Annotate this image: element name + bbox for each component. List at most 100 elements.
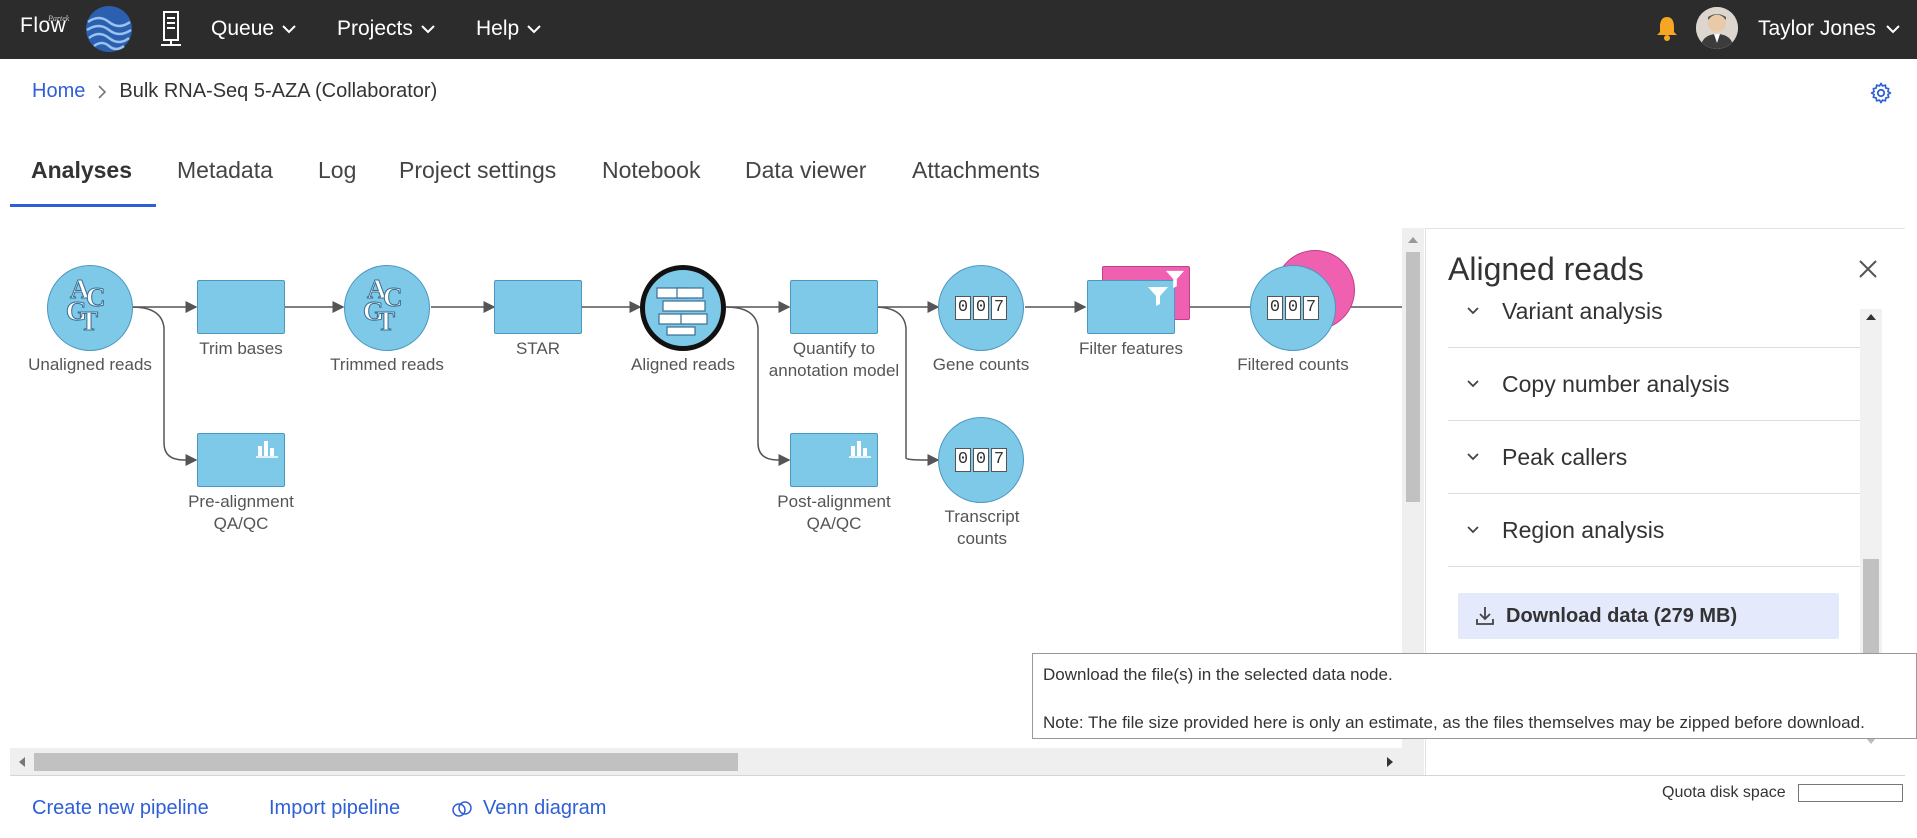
import-pipeline-link[interactable]: Import pipeline — [269, 797, 401, 819]
download-data-button[interactable]: Download data (279 MB) — [1458, 593, 1839, 639]
tab-attachments[interactable]: Attachments — [912, 157, 1040, 183]
counter-digit: 7 — [1303, 296, 1319, 320]
close-icon[interactable] — [1858, 259, 1878, 279]
chevron-down-icon — [1466, 525, 1490, 535]
horizontal-scroll-thumb[interactable] — [34, 753, 738, 771]
section-variant-analysis[interactable]: Variant analysis — [1448, 275, 1861, 348]
scroll-left-icon[interactable] — [16, 755, 28, 769]
section-peak-callers[interactable]: Peak callers — [1448, 421, 1861, 494]
nav-help[interactable]: Help — [476, 17, 541, 41]
breadcrumb: Home Bulk RNA-Seq 5-AZA (Collaborator) — [32, 80, 437, 103]
gear-icon[interactable] — [1870, 82, 1892, 104]
acgt-letter: A — [367, 274, 387, 305]
tooltip-line: Download the file(s) in the selected dat… — [1043, 665, 1393, 684]
panel-title: Aligned reads — [1448, 251, 1644, 287]
canvas-horizontal-scrollbar[interactable] — [10, 748, 1402, 775]
partek-flow-logo[interactable]: Partek Flow — [18, 2, 138, 56]
chevron-right-icon — [98, 84, 107, 99]
tab-project-settings[interactable]: Project settings — [399, 157, 557, 183]
bell-icon[interactable] — [1655, 15, 1679, 41]
node-label: Trimmed reads — [330, 355, 444, 374]
vertical-scroll-thumb[interactable] — [1406, 252, 1420, 502]
node-filtered-counts[interactable]: 0 0 7 — [1250, 265, 1336, 351]
active-tab-indicator — [10, 204, 156, 207]
panel-scroll-thumb[interactable] — [1863, 559, 1879, 684]
counter-digit: 0 — [955, 296, 971, 320]
counter-digit: 0 — [973, 296, 989, 320]
acgt-letter: G — [362, 296, 385, 327]
scroll-right-icon[interactable] — [1384, 755, 1396, 769]
node-label: Unaligned reads — [28, 355, 152, 374]
quota-disk-space-label: Quota disk space — [1662, 784, 1786, 801]
section-label: Copy number analysis — [1502, 370, 1730, 397]
section-copy-number-analysis[interactable]: Copy number analysis — [1448, 348, 1861, 421]
bar-chart-icon — [256, 441, 278, 458]
acgt-letter: G — [65, 296, 88, 327]
node-label: Filtered counts — [1237, 355, 1349, 374]
avatar[interactable] — [1696, 7, 1738, 49]
node-label: Quantify to annotation model — [768, 339, 900, 380]
tooltip-note: Note: The file size provided here is onl… — [1043, 713, 1865, 732]
node-star[interactable] — [494, 280, 582, 334]
tab-data-viewer[interactable]: Data viewer — [745, 157, 867, 183]
node-gene-counts[interactable]: 0 0 7 — [938, 265, 1024, 351]
quota-disk-space-bar — [1798, 784, 1903, 802]
acgt-letter: C — [383, 282, 403, 313]
breadcrumb-home-link[interactable]: Home — [32, 80, 86, 102]
counter-digit: 0 — [1285, 296, 1301, 320]
chevron-down-icon — [527, 25, 541, 34]
scroll-down-icon[interactable] — [1864, 735, 1878, 747]
server-queue-icon[interactable] — [158, 10, 186, 48]
acgt-letter: C — [86, 282, 106, 313]
node-trim-bases[interactable] — [197, 280, 285, 334]
chevron-down-icon — [1466, 306, 1490, 316]
tab-notebook[interactable]: Notebook — [602, 157, 701, 183]
venn-diagram-icon — [452, 800, 472, 817]
node-filter-features[interactable] — [1087, 280, 1175, 334]
filter-icon — [1165, 270, 1185, 289]
section-region-analysis[interactable]: Region analysis — [1448, 494, 1861, 567]
nav-queue[interactable]: Queue — [211, 17, 296, 41]
tab-metadata[interactable]: Metadata — [177, 157, 273, 183]
node-unaligned-reads[interactable]: A C G T — [47, 265, 133, 351]
scroll-up-icon[interactable] — [1406, 234, 1420, 246]
node-quantify-annotation[interactable] — [790, 280, 878, 334]
node-aligned-reads[interactable] — [640, 265, 726, 351]
node-transcript-counts[interactable]: 0 0 7 — [938, 417, 1024, 503]
counter-digit: 0 — [1267, 296, 1283, 320]
venn-diagram-link[interactable]: Venn diagram — [451, 797, 606, 820]
node-label: Transcript counts — [944, 507, 1020, 548]
venn-diagram-label: Venn diagram — [483, 797, 607, 819]
node-label: Trim bases — [199, 339, 283, 358]
chevron-down-icon — [1466, 379, 1490, 389]
download-tooltip: Download the file(s) in the selected dat… — [1032, 653, 1917, 739]
create-pipeline-link[interactable]: Create new pipeline — [32, 797, 209, 819]
panel-scrollbar[interactable] — [1860, 309, 1882, 684]
user-menu[interactable]: Taylor Jones — [1758, 17, 1900, 41]
chevron-down-icon — [1466, 452, 1490, 462]
nav-projects[interactable]: Projects — [337, 17, 435, 41]
nav-queue-label: Queue — [211, 17, 275, 40]
chevron-down-icon — [282, 25, 296, 34]
globe-icon — [86, 6, 132, 52]
acgt-letter: T — [376, 306, 396, 337]
node-trimmed-reads[interactable]: A C G T — [344, 265, 430, 351]
node-pre-alignment-qaqc[interactable] — [197, 433, 285, 487]
counter-digit: 0 — [955, 448, 971, 472]
pipeline-canvas[interactable]: A C G T Unaligned reads Trim bases A C G… — [10, 228, 1402, 748]
acgt-letter: T — [79, 306, 99, 337]
section-label: Variant analysis — [1502, 297, 1663, 324]
aligned-reads-icon — [656, 287, 708, 336]
filter-icon — [1148, 287, 1168, 306]
counts-icon: 0 0 7 — [1267, 296, 1319, 320]
canvas-vertical-scrollbar[interactable] — [1402, 228, 1424, 775]
counter-digit: 7 — [991, 448, 1007, 472]
tab-log[interactable]: Log — [318, 157, 357, 183]
node-label: STAR — [515, 339, 561, 358]
tab-analyses[interactable]: Analyses — [31, 157, 133, 183]
counter-digit: 0 — [973, 448, 989, 472]
node-post-alignment-qaqc[interactable] — [790, 433, 878, 487]
scroll-up-icon[interactable] — [1864, 311, 1878, 323]
logo-brand-small: Partek — [48, 14, 70, 23]
nav-projects-label: Projects — [337, 17, 413, 40]
